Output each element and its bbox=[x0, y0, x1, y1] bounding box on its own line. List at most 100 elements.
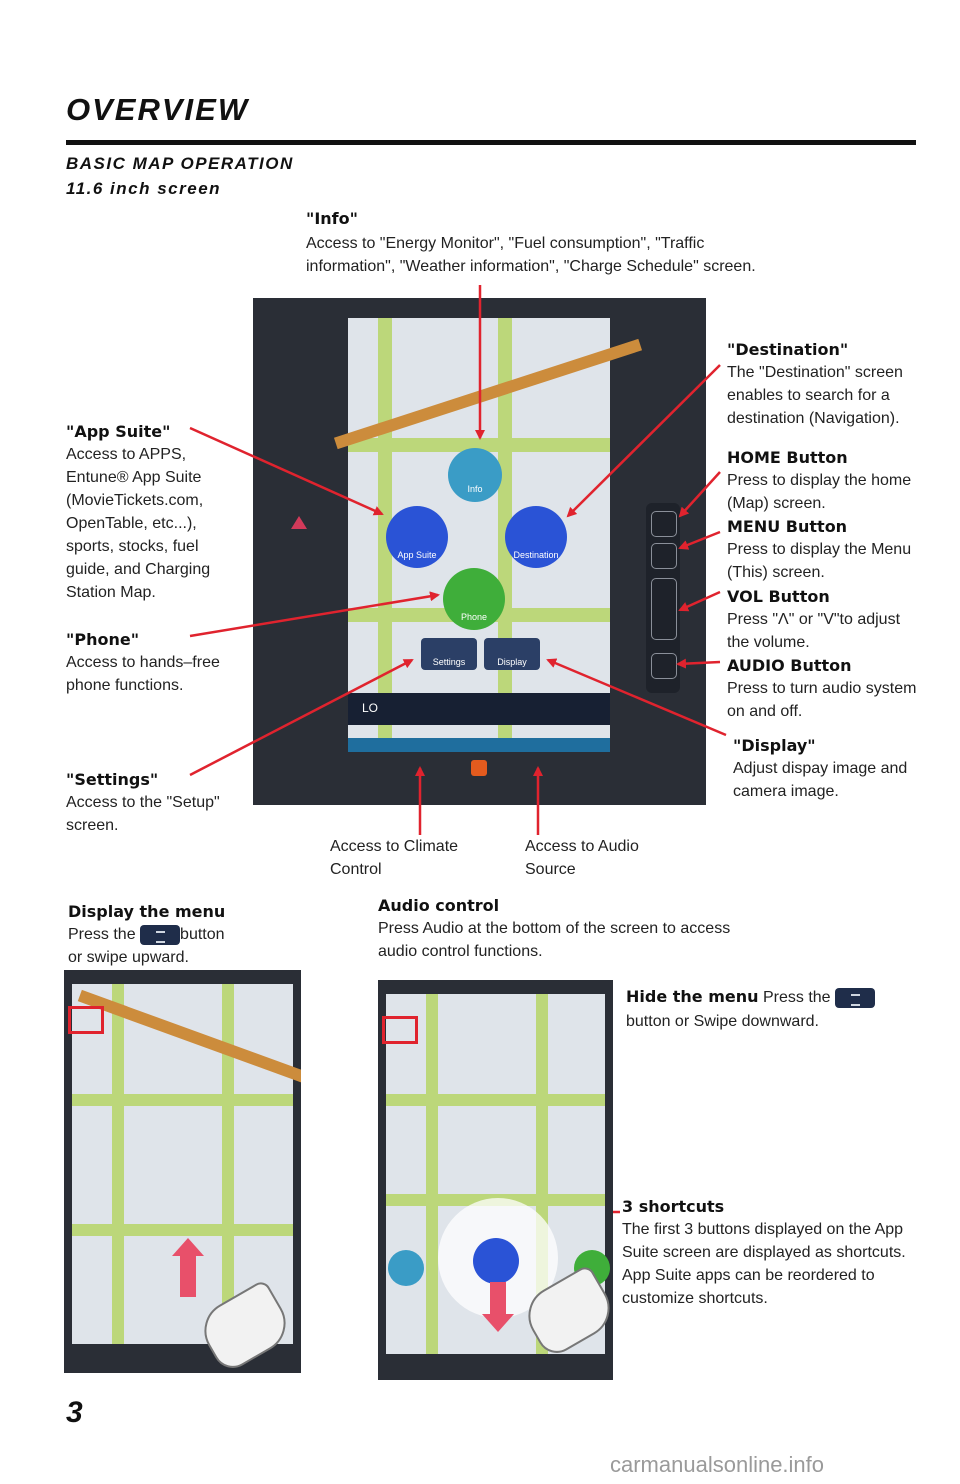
menu-list-icon bbox=[140, 924, 181, 945]
settings-callout-line-1: Access to the "Setup" bbox=[66, 794, 220, 811]
home-callout-label: HOME Button bbox=[727, 448, 848, 467]
app-suite-arrow bbox=[189, 426, 384, 516]
display-menu-label: Display the menu bbox=[68, 902, 226, 921]
display-menu-text-press: Press the bbox=[68, 926, 136, 943]
audio-callout-line-1: Press to turn audio system bbox=[727, 680, 917, 697]
climate-callout-line-2: Control bbox=[330, 861, 382, 878]
menu-callout-line-2: (This) screen. bbox=[727, 564, 825, 581]
menu-hardware-button[interactable] bbox=[651, 543, 677, 569]
page-title: OVERVIEW bbox=[66, 92, 250, 127]
shortcut-info-button[interactable] bbox=[388, 1250, 424, 1286]
main-screen-photo: Info App Suite Destination Phone Setting… bbox=[253, 298, 706, 805]
vol-arrow bbox=[678, 590, 721, 612]
info-callout-text-1: Access to "Energy Monitor", "Fuel consum… bbox=[306, 235, 705, 252]
home-callout-line-1: Press to display the home bbox=[727, 472, 912, 489]
swipe-up-screenshot bbox=[64, 970, 301, 1373]
title-rule bbox=[66, 140, 916, 145]
hide-menu-label: Hide the menu bbox=[626, 987, 759, 1006]
menu-callout-label: MENU Button bbox=[727, 517, 848, 536]
home-hardware-button[interactable] bbox=[651, 511, 677, 537]
destination-shortcut-button[interactable]: Destination bbox=[505, 506, 567, 568]
info-shortcut-button[interactable]: Info bbox=[448, 448, 502, 502]
menu-arrow bbox=[678, 530, 721, 550]
swipe-down-screenshot bbox=[378, 980, 613, 1380]
climate-bar[interactable]: LO bbox=[348, 693, 610, 725]
app-suite-callout-line-6: guide, and Charging bbox=[66, 561, 211, 578]
destination-callout-line-3: destination (Navigation). bbox=[727, 410, 900, 427]
section-heading: BASIC MAP OPERATION bbox=[66, 154, 294, 173]
info-callout-text-2: information", "Weather information", "Ch… bbox=[306, 258, 756, 275]
display-screen-button[interactable]: Display bbox=[484, 638, 540, 670]
app-suite-callout-label: "App Suite" bbox=[66, 422, 171, 441]
climate-lo-text: LO bbox=[362, 701, 379, 715]
watermark: carmanualsonline.info bbox=[610, 1452, 825, 1477]
swipe-down-arrow-shaft bbox=[490, 1282, 506, 1316]
swipe-up-arrow-icon bbox=[172, 1238, 204, 1256]
destination-arrow bbox=[566, 364, 721, 518]
phone-shortcut-button[interactable]: Phone bbox=[443, 568, 505, 630]
menu-button-highlight-2 bbox=[382, 1016, 418, 1044]
hide-menu-text-2: button or Swipe downward. bbox=[626, 1013, 819, 1030]
shortcuts-label: 3 shortcuts bbox=[622, 1197, 725, 1216]
menu-list-icon-2 bbox=[835, 987, 876, 1008]
hide-menu-press-text: Press the bbox=[762, 989, 831, 1006]
audio-callout-line-2: on and off. bbox=[727, 703, 803, 720]
home-arrow bbox=[678, 471, 721, 518]
swipe-up-arrow-shaft bbox=[180, 1255, 196, 1297]
audio-source-callout-line-1: Access to Audio bbox=[525, 838, 639, 855]
destination-callout-label: "Destination" bbox=[727, 340, 849, 359]
app-suite-shortcut-button[interactable]: App Suite bbox=[386, 506, 448, 568]
info-callout-label: "Info" bbox=[306, 209, 358, 228]
hide-menu-line-1: Hide the menu Press the bbox=[626, 986, 876, 1009]
display-menu-text-1: Press the button bbox=[68, 923, 225, 946]
app-suite-callout-line-4: OpenTable, etc...), bbox=[66, 515, 197, 532]
settings-callout-label: "Settings" bbox=[66, 770, 159, 789]
settings-screen-button[interactable]: Settings bbox=[421, 638, 477, 670]
phone-arrow bbox=[189, 591, 440, 638]
audio-bar[interactable] bbox=[348, 738, 610, 752]
info-button-label: Info bbox=[467, 484, 483, 494]
display-menu-text-button: button bbox=[180, 926, 225, 943]
display-callout-line-2: camera image. bbox=[733, 783, 839, 800]
audio-arrow bbox=[676, 658, 721, 669]
app-suite-callout-line-5: sports, stocks, fuel bbox=[66, 538, 199, 555]
audio-callout-label: AUDIO Button bbox=[727, 656, 852, 675]
display-callout-line-1: Adjust dispay image and bbox=[733, 760, 908, 777]
destination-button-label: Destination bbox=[513, 550, 559, 560]
power-indicator-icon bbox=[471, 760, 487, 776]
phone-button-label: Phone bbox=[460, 612, 488, 622]
vol-hardware-button[interactable] bbox=[651, 578, 677, 640]
menu-callout-line-1: Press to display the Menu bbox=[727, 541, 912, 558]
display-arrow bbox=[546, 658, 727, 737]
audio-control-line-2: audio control functions. bbox=[378, 943, 543, 960]
home-callout-line-2: (Map) screen. bbox=[727, 495, 826, 512]
app-suite-callout-line-2: Entune® App Suite bbox=[66, 469, 202, 486]
display-callout-label: "Display" bbox=[733, 736, 816, 755]
destination-callout-line-2: enables to search for a bbox=[727, 387, 890, 404]
shortcuts-line-4: customize shortcuts. bbox=[622, 1290, 768, 1307]
audio-control-label: Audio control bbox=[378, 896, 500, 915]
climate-callout-line-1: Access to Climate bbox=[330, 838, 459, 855]
shortcuts-line-2: Suite screen are displayed as shortcuts. bbox=[622, 1244, 906, 1261]
display-menu-text-2: or swipe upward. bbox=[68, 949, 189, 966]
shortcuts-line-1: The first 3 buttons displayed on the App bbox=[622, 1221, 904, 1238]
app-suite-callout-line-1: Access to APPS, bbox=[66, 446, 187, 463]
settings-callout-line-2: screen. bbox=[66, 817, 119, 834]
section-subheading: 11.6 inch screen bbox=[66, 179, 222, 198]
vol-callout-label: VOL Button bbox=[727, 587, 830, 606]
shortcut-destination-button[interactable] bbox=[473, 1238, 519, 1284]
audio-source-callout-line-2: Source bbox=[525, 861, 576, 878]
shortcuts-line-3: App Suite apps can be reordered to bbox=[622, 1267, 875, 1284]
vol-callout-line-2: the volume. bbox=[727, 634, 810, 651]
destination-callout-line-1: The "Destination" screen bbox=[727, 364, 903, 381]
app-suite-callout-line-7: Station Map. bbox=[66, 584, 156, 601]
app-suite-button-label: App Suite bbox=[397, 550, 437, 560]
hazard-icon bbox=[291, 516, 307, 529]
audio-control-line-1: Press Audio at the bottom of the screen … bbox=[378, 920, 731, 937]
menu-button-highlight bbox=[68, 1006, 104, 1034]
vol-callout-line-1: Press "Λ" or "V"to adjust bbox=[727, 611, 901, 628]
phone-callout-label: "Phone" bbox=[66, 630, 140, 649]
phone-callout-line-2: phone functions. bbox=[66, 677, 184, 694]
app-suite-callout-line-3: (MovieTickets.com, bbox=[66, 492, 204, 509]
settings-arrow bbox=[189, 658, 414, 777]
